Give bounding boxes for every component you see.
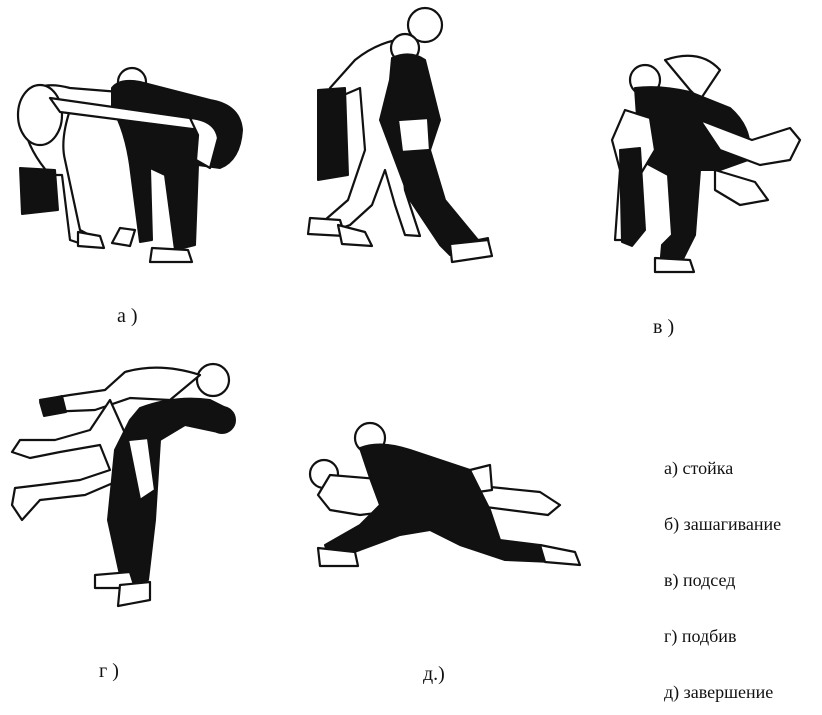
legend-item-step-in: б) зашагивание [664, 514, 782, 534]
legend-item-squat: в) подсед [664, 570, 736, 590]
figure-a-stance [16, 66, 243, 264]
figure-d-finish [308, 421, 582, 568]
figure-label-a: а ) [117, 305, 138, 327]
legend-item-stance: а) стойка [664, 458, 734, 478]
figure-b-step-in [306, 6, 494, 264]
figure-g-sweep [10, 362, 236, 608]
figure-v-squat [610, 54, 802, 274]
legend-item-sweep: г) подбив [664, 626, 737, 646]
figure-label-v: в ) [653, 316, 675, 338]
figure-label-g: г ) [99, 660, 119, 682]
figure-label-d: д.) [423, 663, 445, 685]
legend-item-finish: д) завершение [664, 682, 774, 702]
